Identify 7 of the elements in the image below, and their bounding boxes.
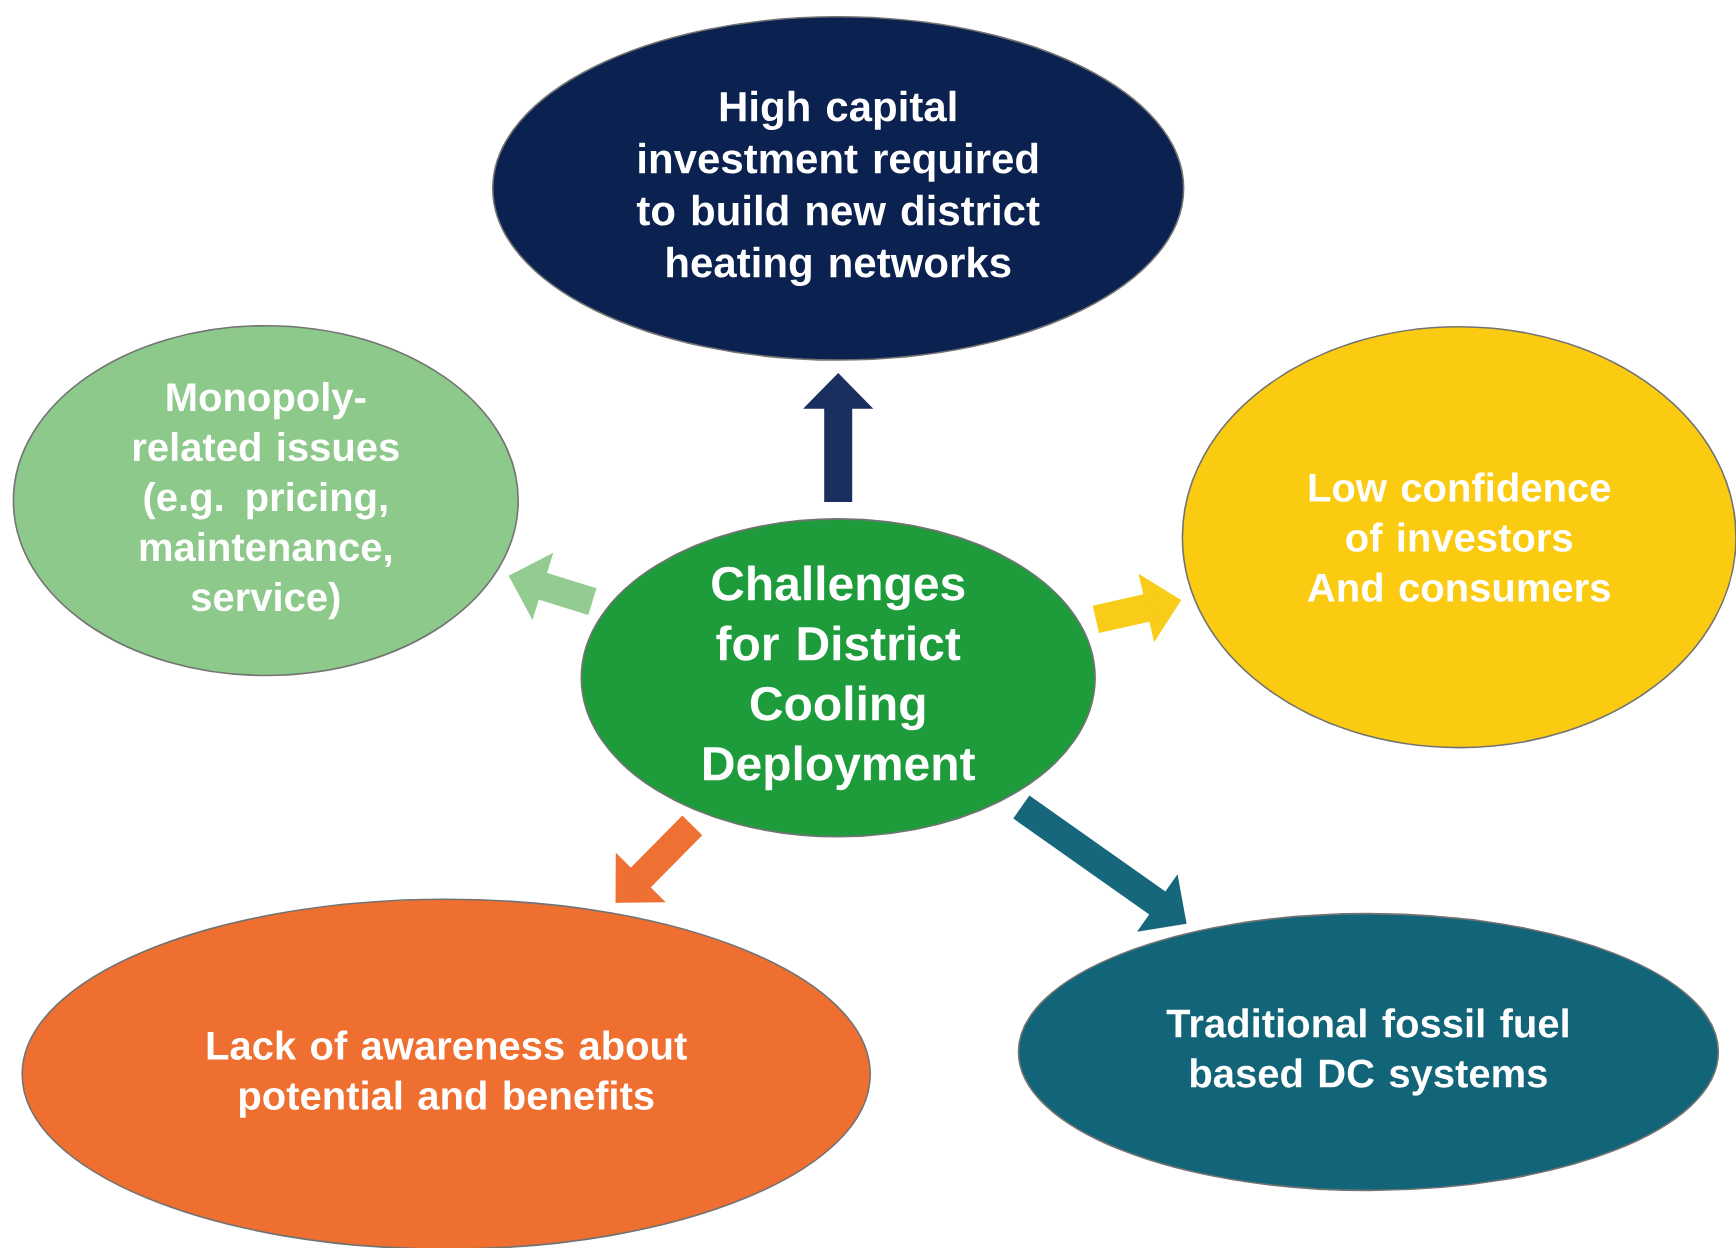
ellipse-node: Lack of awareness about potential and benefits [21,898,871,1248]
ellipse-node: High capital investment required to build new district heating networks [492,16,1185,361]
ellipse-node: Challenges for District Cooling Deployment [580,518,1096,838]
ellipse-node: Monopoly-related issues (e.g. pricing, maintenance, service) [12,324,519,677]
ellipse-node: Traditional fossil fuel based DC systems [1017,912,1720,1192]
block-arrow [615,815,703,903]
ellipse-node: Low confidence of investors And consumers [1181,326,1736,749]
